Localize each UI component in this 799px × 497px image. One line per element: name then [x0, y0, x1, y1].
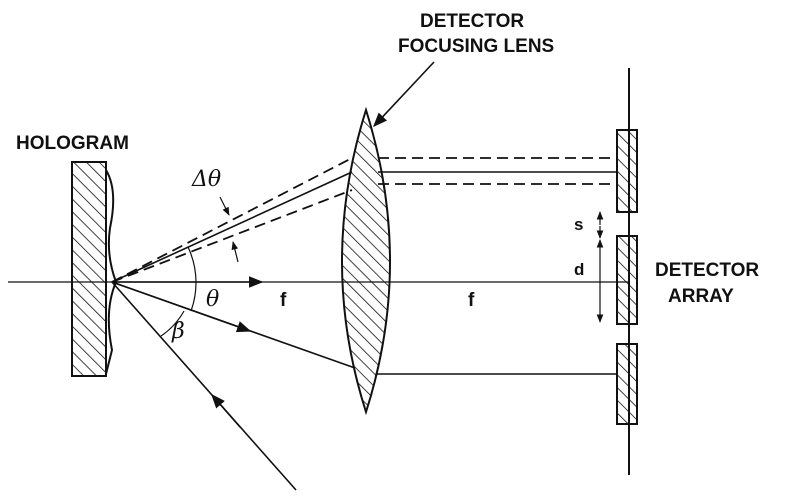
theta-arc-lower [190, 281, 197, 312]
f-right-label: f [468, 290, 475, 311]
hologram-plate [71, 161, 118, 377]
reference-beam [111, 281, 297, 491]
diffracted-ray [111, 171, 353, 283]
array-label-line1: DETECTOR [655, 260, 759, 281]
delta-theta-arrow-bottom [231, 241, 239, 263]
beta-label: β [171, 319, 185, 344]
theta-label: θ [206, 287, 219, 312]
theta-arc [187, 246, 197, 283]
lens-pointer-arrow [373, 61, 435, 128]
dashed-ray-lower [111, 189, 353, 283]
lens-label-line2: FOCUSING LENS [398, 36, 554, 57]
delta-theta-arrow-top [219, 196, 230, 216]
lower-ray-arrow [111, 281, 252, 333]
beta-arc [160, 310, 185, 337]
dashed-ray-upper [111, 157, 353, 283]
detector-element-middle [616, 235, 638, 325]
delta-theta-label: Δθ [191, 167, 221, 192]
s-label: s [574, 215, 583, 234]
detector-element-bottom [616, 343, 638, 425]
hologram-label: HOLOGRAM [16, 133, 129, 154]
detector-element-top [616, 129, 638, 213]
lens-label-line1: DETECTOR [420, 11, 524, 32]
reference-beam-arrow [211, 393, 241, 428]
detector-focusing-lens [341, 106, 391, 416]
f-left-label: f [280, 290, 287, 311]
d-label: d [574, 260, 584, 279]
array-label-line2: ARRAY [668, 286, 734, 307]
